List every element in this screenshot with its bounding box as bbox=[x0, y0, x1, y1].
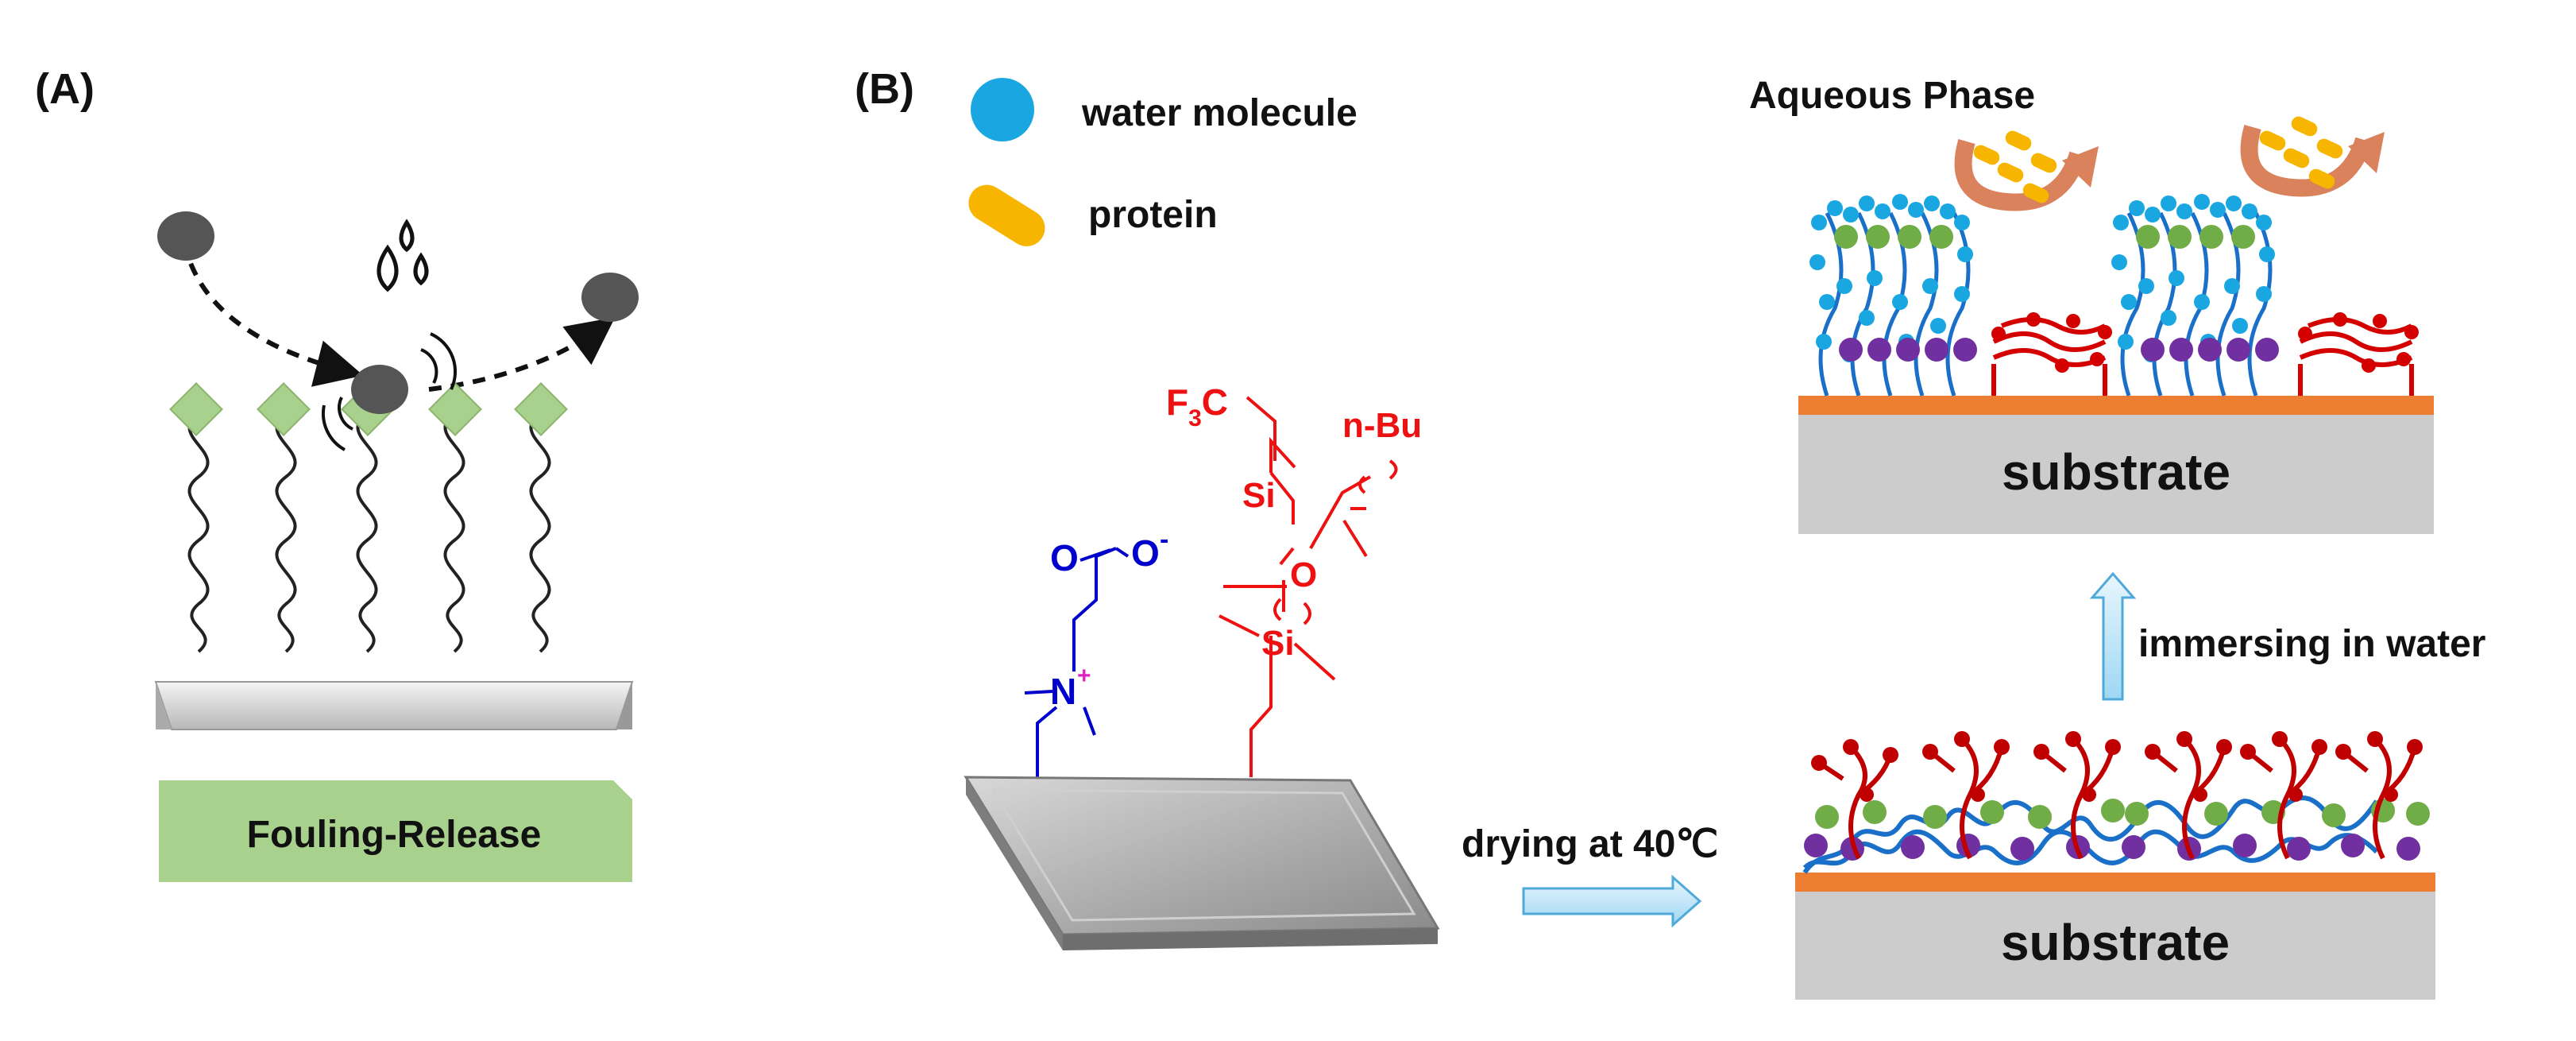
panel-b: (B) water molecule protein bbox=[855, 65, 2485, 1000]
coated-plate bbox=[964, 776, 1440, 950]
oxygen-bridge: O bbox=[1290, 555, 1317, 594]
foulant-particle bbox=[157, 211, 214, 261]
silicon-top: Si bbox=[1242, 476, 1276, 515]
protein-release-arrow bbox=[1954, 130, 2099, 211]
carboxylate-oxygen: O bbox=[1131, 532, 1160, 574]
immersing-arrow[interactable] bbox=[2089, 571, 2137, 701]
aqueous-phase-title: Aqueous Phase bbox=[1749, 75, 2035, 117]
legend: water molecule protein bbox=[968, 78, 1358, 246]
green-headgroup bbox=[169, 382, 568, 436]
collapsed-siloxane bbox=[1991, 317, 2414, 396]
legend-protein-label: protein bbox=[1088, 194, 1218, 236]
drying-label: drying at 40℃ bbox=[1462, 823, 1718, 865]
protein-icon bbox=[968, 184, 1045, 246]
panel-a: (A) bbox=[35, 65, 639, 882]
foulant-particle bbox=[581, 273, 639, 322]
foulant-particle bbox=[351, 365, 408, 414]
silicon-bottom: Si bbox=[1261, 624, 1295, 663]
chemical-structure: F3C n-Bu Si O Si O O - N + bbox=[1024, 381, 1422, 777]
negative-charge: - bbox=[1160, 524, 1168, 555]
protein-release-arrow bbox=[2240, 116, 2385, 197]
hydrated-brush-cluster bbox=[2111, 194, 2279, 397]
panel-a-label: (A) bbox=[35, 65, 95, 113]
fouling-release-label: Fouling-Release bbox=[247, 814, 542, 856]
panel-b-label: (B) bbox=[855, 65, 914, 113]
hydrated-brush-cluster bbox=[1809, 194, 1977, 397]
drying-arrow[interactable] bbox=[1522, 874, 1702, 928]
substrate-dried: substrate bbox=[1795, 731, 2435, 1000]
approach-arrow bbox=[182, 242, 364, 387]
water-molecule-icon bbox=[971, 78, 1034, 141]
svg-text:F3C: F3C bbox=[1166, 381, 1228, 431]
n-butyl-label: n-Bu bbox=[1342, 406, 1422, 445]
substrate-bottom-label: substrate bbox=[2001, 914, 2230, 971]
water-droplet-icon bbox=[377, 219, 429, 292]
substrate-top-label: substrate bbox=[2002, 443, 2230, 501]
positive-charge: + bbox=[1077, 663, 1091, 689]
substrate-aqueous: Aqueous Phase substrate bbox=[1749, 75, 2434, 534]
vibration-lines bbox=[321, 332, 458, 451]
nitrogen-atom: N bbox=[1050, 671, 1076, 712]
legend-water-label: water molecule bbox=[1081, 92, 1358, 134]
immersing-label: immersing in water bbox=[2138, 623, 2485, 665]
fouling-release-box: Fouling-Release bbox=[159, 780, 632, 882]
carbonyl-oxygen: O bbox=[1050, 537, 1079, 579]
polymer-brush bbox=[187, 412, 551, 653]
substrate-slab bbox=[154, 681, 634, 730]
